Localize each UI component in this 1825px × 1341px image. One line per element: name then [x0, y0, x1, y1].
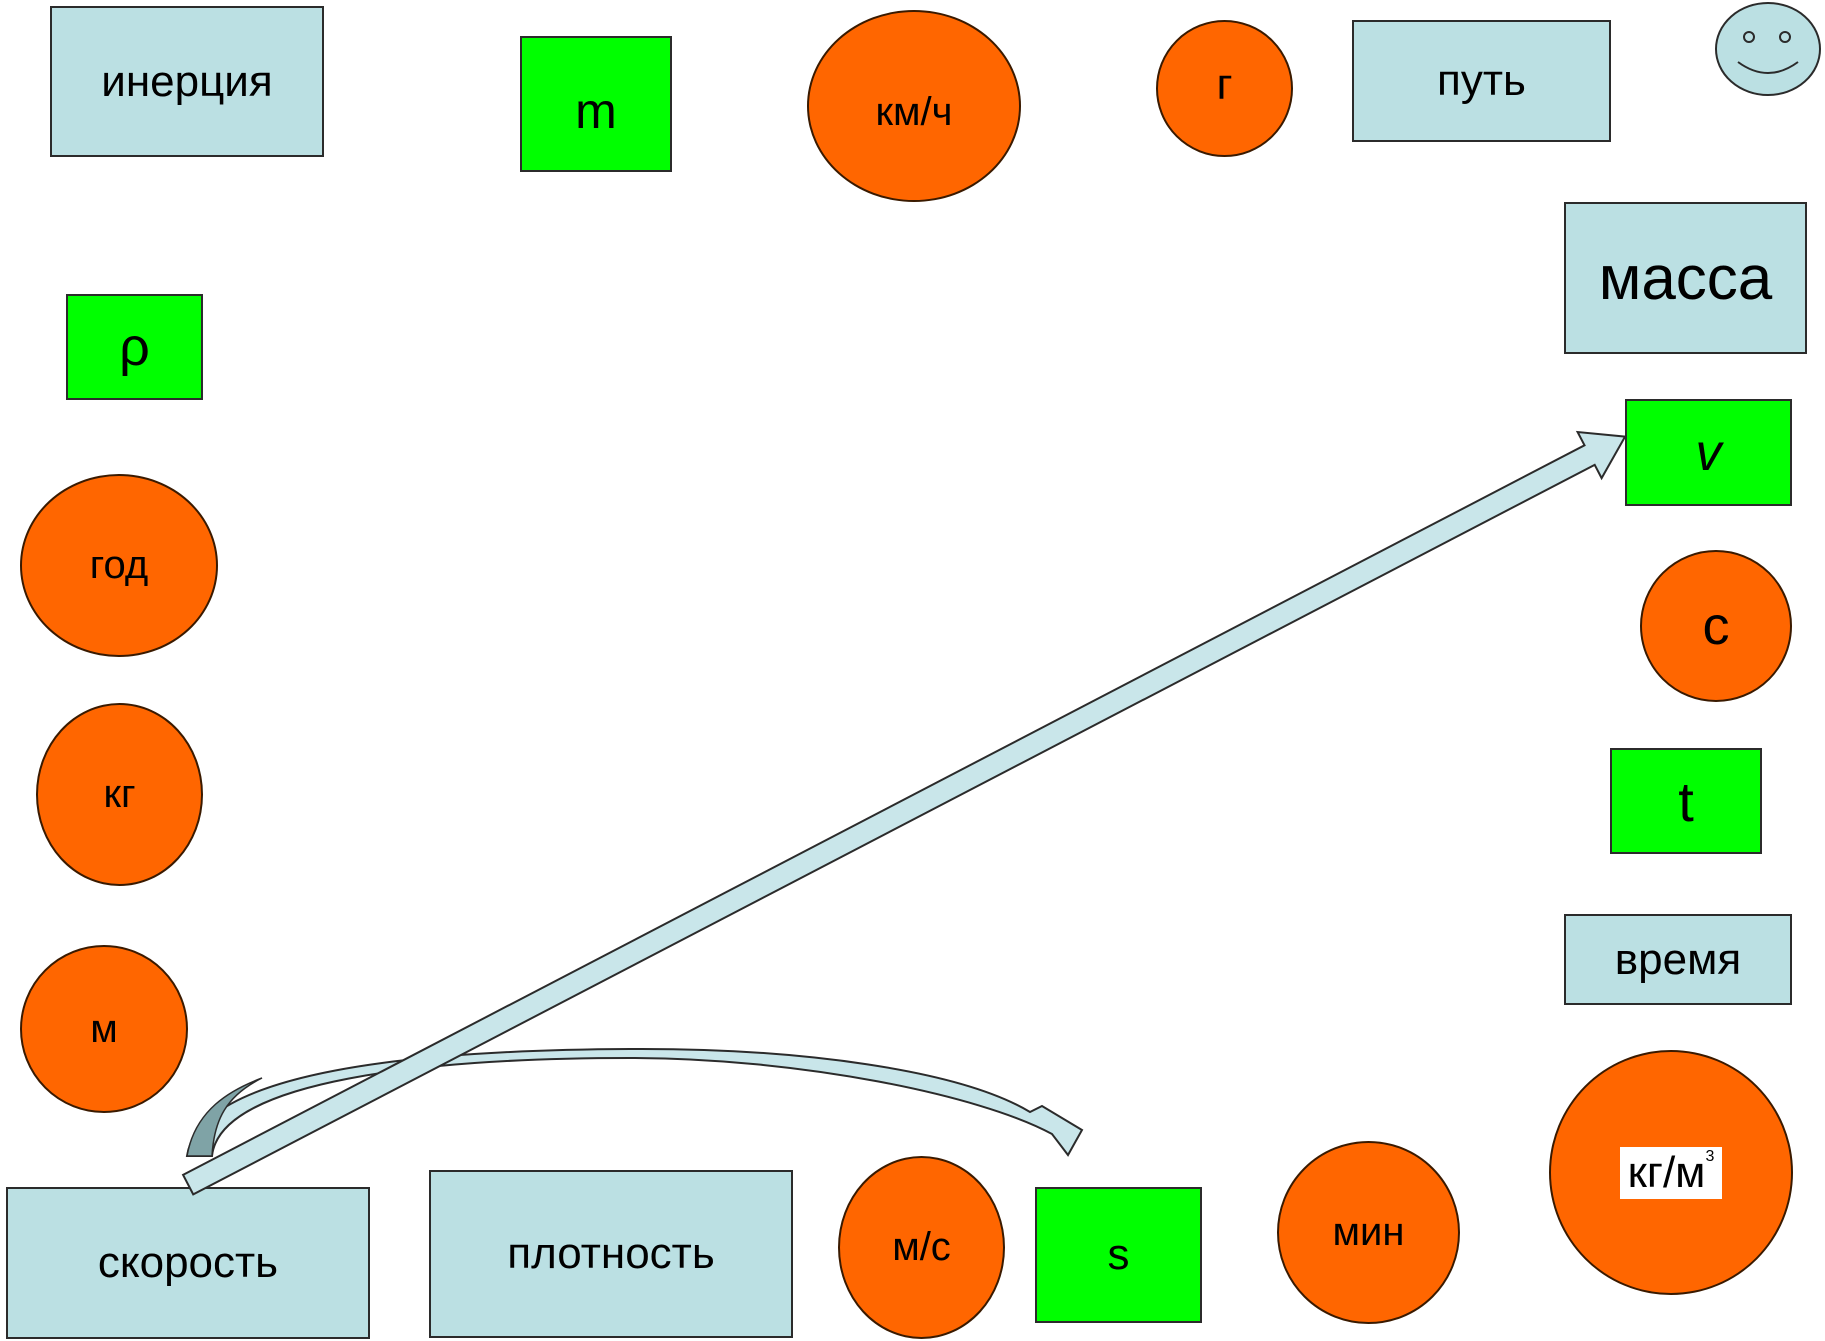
unit-kgm3-label: кг/м3	[1619, 1146, 1723, 1199]
term-speed-label: скорость	[97, 1238, 279, 1287]
straight-arrow-speed-to-v	[181, 430, 1627, 1196]
term-inertia-label: инерция	[101, 56, 273, 106]
symbol-s[interactable]: s	[1035, 1187, 1202, 1323]
unit-kg[interactable]: кг	[36, 703, 203, 886]
unit-kgm3-base: кг/м	[1627, 1147, 1706, 1197]
term-path-label: путь	[1437, 56, 1526, 105]
symbol-t[interactable]: t	[1610, 748, 1762, 854]
unit-kgm3[interactable]: кг/м3	[1549, 1050, 1793, 1295]
unit-min-label: мин	[1332, 1210, 1405, 1254]
symbol-m-label: m	[575, 83, 617, 139]
unit-m-label: м	[90, 1006, 118, 1051]
unit-min[interactable]: мин	[1277, 1141, 1460, 1324]
curved-arrow-tail	[186, 1077, 263, 1157]
smiley-face-icon[interactable]	[1715, 2, 1821, 96]
term-density[interactable]: плотность	[429, 1170, 793, 1338]
term-time-label: время	[1614, 934, 1742, 984]
symbol-v[interactable]: v	[1625, 399, 1792, 506]
term-density-label: плотность	[507, 1229, 715, 1278]
unit-g[interactable]: г	[1156, 20, 1293, 157]
unit-sec-label: с	[1702, 596, 1730, 656]
unit-year-label: год	[89, 543, 149, 587]
term-time[interactable]: время	[1564, 914, 1792, 1005]
symbol-m[interactable]: m	[520, 36, 672, 172]
symbol-v-label: v	[1695, 423, 1722, 482]
unit-kmh[interactable]: км/ч	[807, 10, 1021, 202]
term-mass[interactable]: масса	[1564, 202, 1807, 354]
term-mass-label: масса	[1598, 243, 1773, 313]
term-inertia[interactable]: инерция	[50, 6, 324, 157]
unit-g-label: г	[1216, 59, 1233, 109]
unit-ms-label: м/с	[892, 1225, 951, 1269]
symbol-rho[interactable]: ρ	[66, 294, 203, 400]
unit-kgm3-exponent: 3	[1705, 1147, 1715, 1165]
symbol-s-label: s	[1107, 1230, 1130, 1279]
unit-kg-label: кг	[103, 772, 136, 816]
unit-year[interactable]: год	[20, 474, 218, 657]
unit-kmh-label: км/ч	[875, 89, 953, 134]
symbol-t-label: t	[1678, 769, 1694, 833]
unit-sec[interactable]: с	[1640, 550, 1792, 702]
term-path[interactable]: путь	[1352, 20, 1611, 142]
symbol-rho-label: ρ	[119, 317, 150, 377]
term-speed[interactable]: скорость	[6, 1187, 370, 1339]
unit-m[interactable]: м	[20, 945, 188, 1113]
unit-ms[interactable]: м/с	[838, 1156, 1005, 1339]
